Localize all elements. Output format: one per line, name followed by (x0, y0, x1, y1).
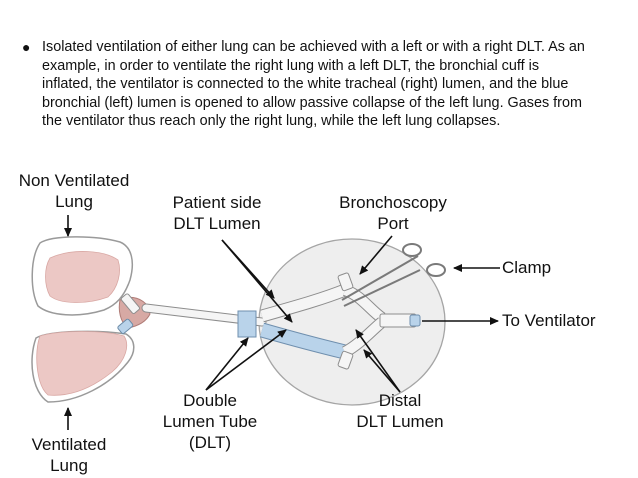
bronchoscopy-port-upper (337, 272, 354, 292)
arrow-distal-2 (363, 349, 401, 393)
bullet-marker: ● (22, 39, 31, 55)
ventilator-connector-tip (409, 314, 421, 327)
y-connector-upper-inner (343, 285, 385, 323)
bronchial-tip (117, 318, 134, 335)
white-lumen-upper-inner (260, 284, 348, 322)
arrow-distal-1 (355, 329, 401, 393)
label-bronchoscopy-port: Bronchoscopy Port (339, 193, 447, 233)
bronchoscopy-port-lower (337, 350, 354, 370)
arrow-double-lumen-2 (205, 329, 287, 391)
lower-lung-tissue (36, 331, 128, 396)
arrow-double-lumen-1 (205, 337, 249, 391)
label-double-lumen-tube: Double Lumen Tube (DLT) (162, 391, 258, 452)
label-to-ventilator: To Ventilator (502, 311, 596, 330)
blue-lumen-lower-inner (260, 323, 347, 359)
tube-in-trachea (120, 293, 140, 314)
clamp-icon (341, 243, 446, 307)
label-distal-dlt-lumen: Distal DLT Lumen (356, 391, 444, 431)
y-connector-lower-inner (342, 318, 386, 357)
arrow-bronchoscopy (359, 235, 393, 275)
bullet-paragraph: Isolated ventilation of either lung can … (42, 39, 585, 129)
label-ventilated-lung: Ventilated Lung (31, 435, 107, 475)
upper-lung-tissue (45, 251, 120, 303)
blue-band (237, 310, 257, 338)
label-patient-side-dlt-lumen: Patient side DLT Lumen (172, 193, 262, 233)
label-clamp: Clamp (502, 258, 552, 277)
label-non-ventilated-lung: Non Ventilated Lung (18, 171, 130, 211)
arrow-patient-side-2 (221, 239, 275, 299)
